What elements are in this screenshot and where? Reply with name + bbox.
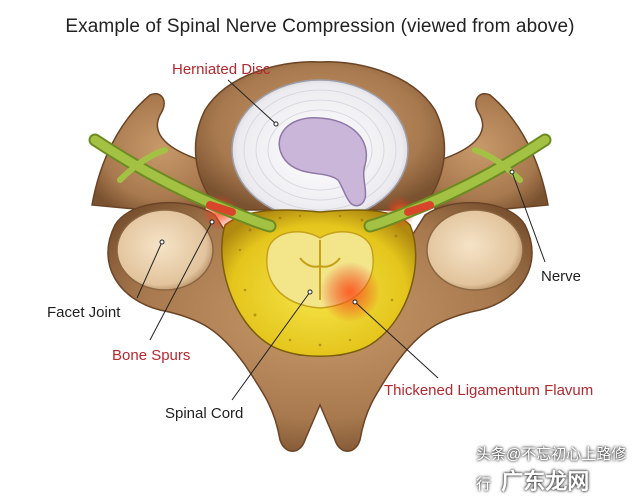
label-ligamentum-flavum: Thickened Ligamentum Flavum — [384, 382, 594, 399]
label-herniated-disc: Herniated Disc — [172, 61, 271, 78]
inflammation-hotspot — [320, 262, 380, 322]
watermark-logo: 广东龙网 — [501, 469, 590, 494]
diagram-canvas: Example of Spinal Nerve Compression (vie… — [47, 16, 626, 494]
herniated-nucleus — [278, 117, 368, 207]
vertebra-illustration — [88, 61, 552, 452]
disc-annulus-rings — [243, 89, 397, 211]
label-nerve: Nerve — [541, 268, 582, 285]
left-facet-joint — [116, 209, 214, 291]
label-bone-spurs: Bone Spurs — [112, 347, 191, 364]
diagram-title: Example of Spinal Nerve Compression (vie… — [65, 16, 575, 37]
watermark: 头条@不忘初心上路修行 广东龙网 — [476, 443, 640, 496]
spinal-cord-grey-matter — [299, 240, 341, 300]
nerve-roots — [88, 133, 552, 233]
leader-lines — [136, 79, 546, 401]
label-spinal-cord: Spinal Cord — [165, 405, 244, 422]
right-facet-joint — [426, 209, 524, 291]
label-facet-joint: Facet Joint — [47, 304, 121, 321]
